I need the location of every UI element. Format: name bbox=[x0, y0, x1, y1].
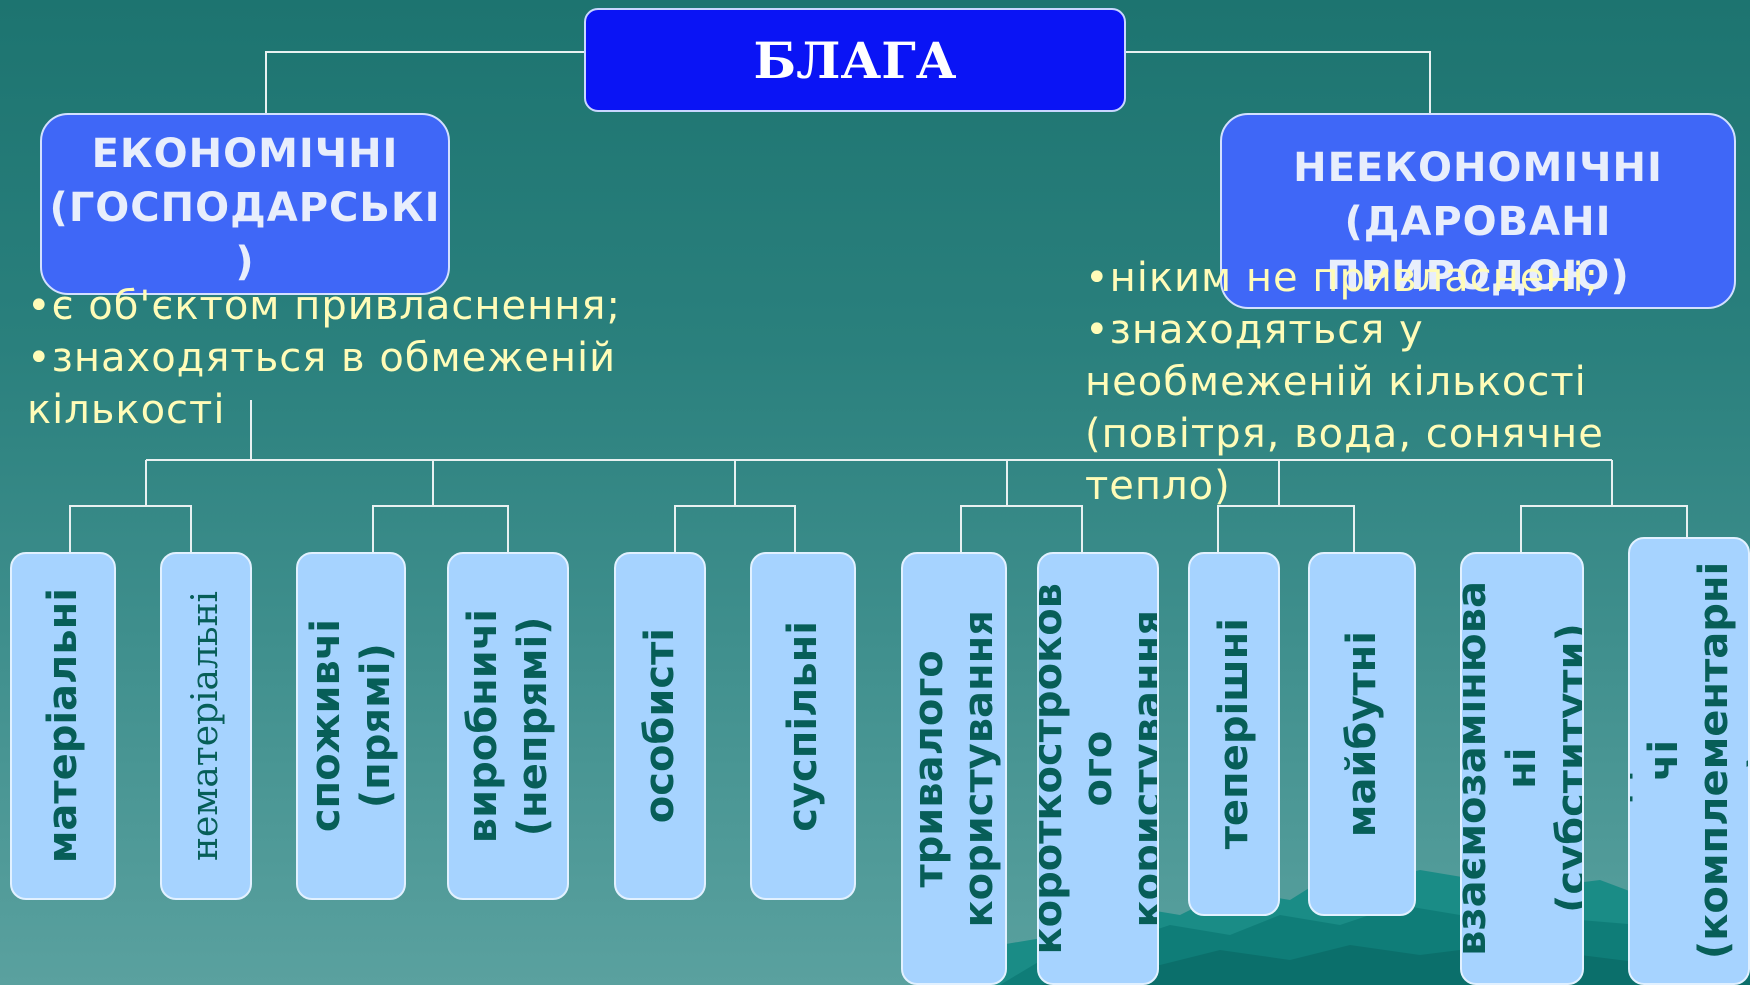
leaf-label: нематеріальні bbox=[185, 591, 226, 861]
leaf-label: особисті bbox=[637, 628, 683, 824]
leaf-label: короткостроков bbox=[1037, 582, 1071, 955]
non-economic-goods-node: НЕЕКОНОМІЧНІ (ДАРОВАНІ ПРИРОДОЮ) bbox=[1220, 113, 1736, 309]
non-economic-label-line: НЕЕКОНОМІЧНІ bbox=[1293, 145, 1663, 191]
leaf-short-term: короткостроков ого користування bbox=[1037, 552, 1159, 985]
feature-line: (повітря, вода, сонячне bbox=[1085, 411, 1604, 457]
leaf-label: теперішні bbox=[1211, 618, 1257, 850]
leaf-label: користування bbox=[956, 609, 1002, 928]
leaf-production: виробничі (непрямі) bbox=[447, 552, 569, 900]
leaf-present: теперішні bbox=[1188, 552, 1280, 916]
leaf-label: суспільні bbox=[780, 620, 826, 832]
leaf-label: ого bbox=[1075, 730, 1121, 807]
feature-line: •знаходяться у bbox=[1085, 307, 1424, 353]
leaf-personal: особисті bbox=[614, 552, 706, 900]
feature-line: тепло) bbox=[1085, 463, 1231, 509]
leaf-label: матеріальні bbox=[40, 588, 86, 864]
leaf-public: суспільні bbox=[750, 552, 856, 900]
leaf-label: (прямі) bbox=[353, 643, 399, 809]
non-economic-label-line: ПРИРОДОЮ) bbox=[1326, 253, 1630, 299]
leaf-label: взаємозамінюва bbox=[1460, 581, 1495, 956]
leaf-label: (комплементарні bbox=[1691, 562, 1737, 960]
feature-line: •ніким не привласнені; bbox=[1085, 255, 1600, 301]
economic-features: •є об'єктом привласнення; •знаходяться в… bbox=[27, 280, 621, 436]
feature-line: необмеженій кількості bbox=[1085, 359, 1587, 405]
feature-line: кількості bbox=[27, 387, 226, 433]
leaf-long-term: тривалого користування bbox=[901, 552, 1007, 985]
economic-goods-node: ЕКОНОМІЧНІ (ГОСПОДАРСЬКІ ) bbox=[40, 113, 450, 295]
leaf-label: виробничі bbox=[460, 608, 506, 844]
leaf-label: майбутні bbox=[1339, 630, 1385, 838]
leaf-label: (непрямі) bbox=[510, 616, 556, 836]
leaf-label: ) bbox=[1741, 751, 1750, 771]
economic-label-line: ) bbox=[235, 239, 255, 285]
leaf-label: чі bbox=[1641, 740, 1687, 782]
root-node: БЛАГА bbox=[584, 8, 1126, 112]
leaf-material: матеріальні bbox=[10, 552, 116, 900]
leaf-complements: взаємодоповнюю чі (комплементарні ) bbox=[1628, 537, 1750, 985]
leaf-label: користування bbox=[1125, 609, 1159, 928]
non-economic-label-line: (ДАРОВАНІ bbox=[1344, 199, 1612, 245]
leaf-label: (субститути) bbox=[1549, 623, 1584, 914]
economic-label-line: ЕКОНОМІЧНІ bbox=[91, 131, 399, 177]
leaf-consumer: споживчі (прямі) bbox=[296, 552, 406, 900]
leaf-nonmaterial: нематеріальні bbox=[160, 552, 252, 900]
leaf-label: взаємодоповнюю bbox=[1628, 558, 1637, 964]
feature-line: •знаходяться в обмеженій bbox=[27, 335, 617, 381]
feature-line: •є об'єктом привласнення; bbox=[27, 283, 621, 329]
leaf-label: тривалого bbox=[906, 649, 952, 888]
leaf-substitutes: взаємозамінюва ні (субститути) bbox=[1460, 552, 1584, 985]
leaf-future: майбутні bbox=[1308, 552, 1416, 916]
economic-label-line: (ГОСПОДАРСЬКІ bbox=[49, 185, 441, 231]
leaf-label: споживчі bbox=[303, 619, 349, 833]
root-label: БЛАГА bbox=[753, 30, 957, 90]
non-economic-features: •ніким не привласнені; •знаходяться у не… bbox=[1085, 252, 1604, 512]
leaf-label: ні bbox=[1499, 747, 1545, 790]
